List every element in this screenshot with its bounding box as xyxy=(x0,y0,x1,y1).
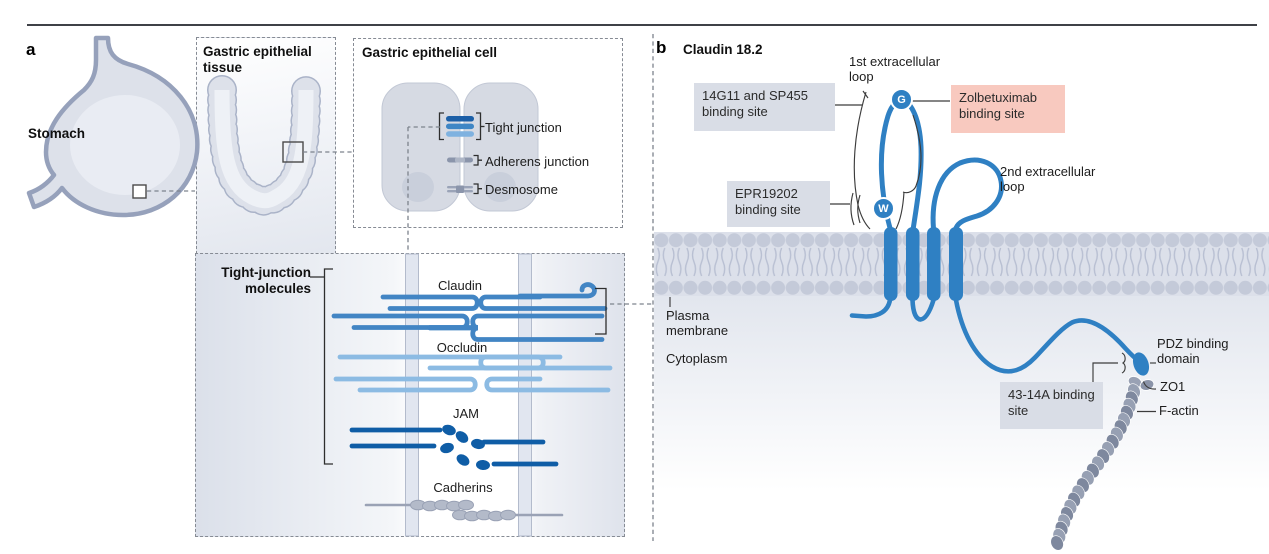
binding-site-zolbetuximab: Zolbetuximab binding site xyxy=(951,85,1065,133)
jam-molecules xyxy=(349,424,559,471)
occludin-label: Occludin xyxy=(436,340,488,355)
tissue-box-title: Gastric epithelial tissue xyxy=(203,44,312,75)
tight-junction-icon xyxy=(438,112,485,141)
pdz-binding-domain-label: PDZ binding domain xyxy=(1157,336,1229,367)
loop1-label: 1st extracellular loop xyxy=(849,54,941,85)
dashed-connectors xyxy=(147,34,654,541)
occludin-strands xyxy=(333,354,613,393)
f-actin-label: F-actin xyxy=(1159,403,1199,418)
panel-b-title: Claudin 18.2 xyxy=(683,42,763,57)
adherens-junction-label: Adherens junction xyxy=(485,154,590,169)
panel-a-label: a xyxy=(26,40,36,59)
n-terminal-tail xyxy=(849,297,893,319)
residue-w-circle: W xyxy=(872,197,895,220)
panel-b-label: b xyxy=(656,38,667,57)
cell-box-title: Gastric epithelial cell xyxy=(362,45,498,60)
zo1-label: ZO1 xyxy=(1160,379,1186,394)
second-extracellular-loop xyxy=(930,157,1004,232)
claudin-strands xyxy=(331,282,608,342)
residue-g-circle: G xyxy=(890,88,913,111)
c-terminal-tail xyxy=(953,297,1142,374)
desmosome-label: Desmosome xyxy=(485,182,558,197)
loop2-label: 2nd extracellular loop xyxy=(1000,164,1096,195)
adherens-junction-icon xyxy=(447,154,482,166)
claudin-label: Claudin xyxy=(437,278,483,293)
tight-junction-label: Tight junction xyxy=(485,120,562,135)
cytoplasm-label: Cytoplasm xyxy=(666,351,728,366)
stomach-label: Stomach xyxy=(28,126,86,141)
f-actin-filament xyxy=(1050,383,1141,551)
jam-label: JAM xyxy=(453,406,479,421)
desmosome-icon xyxy=(447,183,482,195)
cadherins-label: Cadherins xyxy=(433,480,493,495)
top-rule xyxy=(27,24,1257,26)
intracellular-loop xyxy=(910,297,936,322)
gastric-crypt-illustration xyxy=(207,75,321,216)
epithelial-cells-illustration xyxy=(381,82,539,212)
pointer-lines xyxy=(669,90,1157,413)
binding-site-43-14a: 43-14A binding site xyxy=(1000,382,1103,429)
binding-site-14g11-sp455: 14G11 and SP455 binding site xyxy=(694,83,835,131)
stomach-illustration xyxy=(26,35,200,218)
plasma-membrane-label: Plasma membrane xyxy=(666,308,729,339)
stomach-zoom-square xyxy=(132,184,147,199)
binding-site-epr19202: EPR19202 binding site xyxy=(727,181,830,227)
claudin-protein-illustration xyxy=(849,96,1155,551)
pdz-domain-shape xyxy=(1132,352,1150,376)
molecules-box-title: Tight-junction molecules xyxy=(221,265,311,296)
cadherin-molecules xyxy=(364,499,564,522)
tight-junction-molecules-illustration xyxy=(310,253,613,537)
